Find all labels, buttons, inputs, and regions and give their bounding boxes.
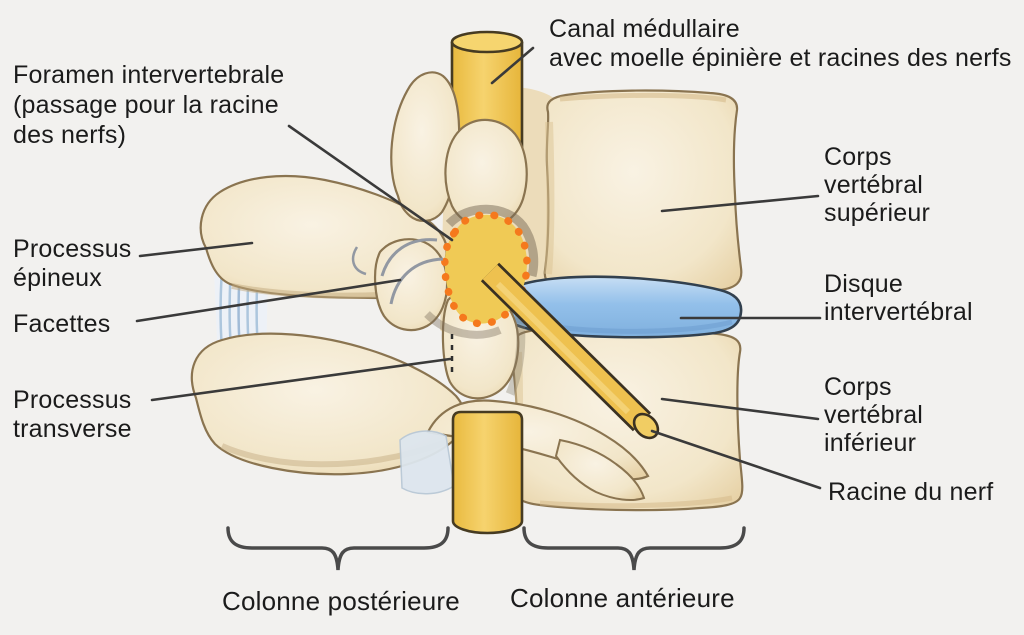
label-line: supérieur	[824, 199, 931, 227]
label-line: Colonne antérieure	[510, 583, 735, 613]
label-line: Corps	[824, 373, 892, 401]
label-line: des nerfs)	[13, 121, 127, 149]
label-colonne-posterieure: Colonne postérieure	[222, 587, 460, 616]
label-canal-medullaire: Canal médullaire avec moelle épinière et…	[549, 15, 1012, 73]
label-line: Racine du nerf	[828, 478, 994, 506]
label-racine-du-nerf: Racine du nerf	[828, 478, 993, 507]
inferior-articular-process	[373, 238, 449, 332]
ligament-blob	[399, 430, 455, 495]
label-line: transverse	[13, 415, 132, 443]
label-line: Facettes	[13, 310, 111, 338]
label-disque-intervertebral: Disque intervertébral	[824, 270, 973, 326]
spinal-canal-bottom	[451, 410, 524, 535]
label-line: inférieur	[824, 429, 917, 457]
nerve-root	[480, 262, 660, 440]
label-corps-vertebral-superieur: Corps vertébral supérieur	[824, 143, 930, 227]
label-line: Canal médullaire	[549, 15, 740, 43]
label-line: vertébral	[824, 401, 924, 429]
leader-lines	[135, 46, 822, 490]
label-line: Colonne postérieure	[222, 586, 460, 616]
upper-vertebral-body	[543, 89, 743, 295]
label-line: Disque	[824, 270, 904, 298]
label-line: Foramen intervertebrale	[13, 61, 285, 89]
label-foramen-intervertebrale: Foramen intervertebrale (passage pour la…	[13, 60, 284, 150]
label-line: Processus	[13, 386, 132, 414]
label-line: épineux	[13, 264, 102, 292]
label-line: intervertébral	[824, 298, 973, 326]
label-line: vertébral	[824, 171, 924, 199]
label-line: avec moelle épinière et racines des nerf…	[549, 44, 1012, 72]
label-line: Corps	[824, 143, 892, 171]
column-braces	[226, 526, 746, 571]
label-colonne-anterieure: Colonne antérieure	[510, 584, 735, 613]
label-processus-epineux: Processus épineux	[13, 235, 132, 293]
superior-articular-process	[390, 71, 528, 228]
label-facettes: Facettes	[13, 310, 110, 339]
label-corps-vertebral-inferieur: Corps vertébral inférieur	[824, 373, 923, 457]
facet-joint-lines	[351, 238, 444, 305]
label-line: Processus	[13, 235, 132, 263]
label-processus-transverse: Processus transverse	[13, 386, 132, 444]
label-line: (passage pour la racine	[13, 91, 279, 119]
